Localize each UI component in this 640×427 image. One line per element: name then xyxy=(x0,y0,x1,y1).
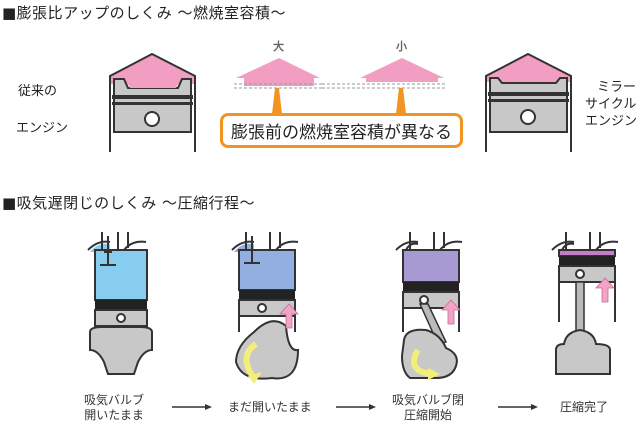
miller-label-1: ミラー xyxy=(597,80,637,95)
callout-connectors xyxy=(272,88,406,114)
callout-chamber-volume: 膨張前の燃焼室容積が異なる xyxy=(220,113,463,148)
step-1-line2: 開いたまま xyxy=(84,408,144,422)
conventional-label-2: エンジン xyxy=(16,121,69,136)
miller-piston-diagram xyxy=(485,52,572,152)
piston-dish-pink xyxy=(126,80,180,88)
step-2-line1: まだ開いたまま xyxy=(228,400,312,414)
miller-label-3: エンジン xyxy=(585,114,638,129)
piston-ring-1 xyxy=(112,95,193,99)
engine-step-3 xyxy=(395,232,463,380)
section-title-intake: ■吸気遅閉じのしくみ ～圧縮行程～ xyxy=(2,194,256,212)
step-4-line1: 圧縮完了 xyxy=(560,400,609,414)
conventional-piston-diagram xyxy=(109,52,196,152)
cylinder-wall xyxy=(109,52,196,152)
engine-step-1 xyxy=(87,232,153,375)
conventional-label-1: 従来の xyxy=(18,84,58,99)
miller-label-2: サイクル xyxy=(585,97,637,112)
combustion-chamber-large xyxy=(111,54,195,84)
engine-step-2 xyxy=(231,232,300,384)
step-4-label: 圧縮完了 xyxy=(560,400,608,415)
step-1-line1: 吸気バルブ xyxy=(84,393,145,407)
step-2-label: まだ開いたまま xyxy=(228,400,312,415)
piston-ring-2 xyxy=(112,102,193,105)
small-chamber-shape xyxy=(322,58,446,89)
flow-arrow-3 xyxy=(498,404,538,410)
piston-head-dished xyxy=(113,78,192,133)
flow-arrow-2 xyxy=(336,404,376,410)
step-3-line1: 吸気バルブ閉 xyxy=(392,393,465,407)
step-1-label: 吸気バルブ 開いたまま xyxy=(84,393,144,423)
engine-step-4 xyxy=(551,232,619,375)
small-mark: 小 xyxy=(396,40,407,53)
step-3-line2: 圧縮開始 xyxy=(404,408,453,422)
section-title-expansion: ■膨張比アップのしくみ ～燃焼室容積～ xyxy=(2,4,287,22)
piston-pin xyxy=(144,111,160,127)
combustion-chamber-small xyxy=(487,54,571,82)
step-3-label: 吸気バルブ閉 圧縮開始 xyxy=(392,393,464,423)
large-mark: 大 xyxy=(273,40,284,53)
flow-arrow-1 xyxy=(172,404,212,410)
